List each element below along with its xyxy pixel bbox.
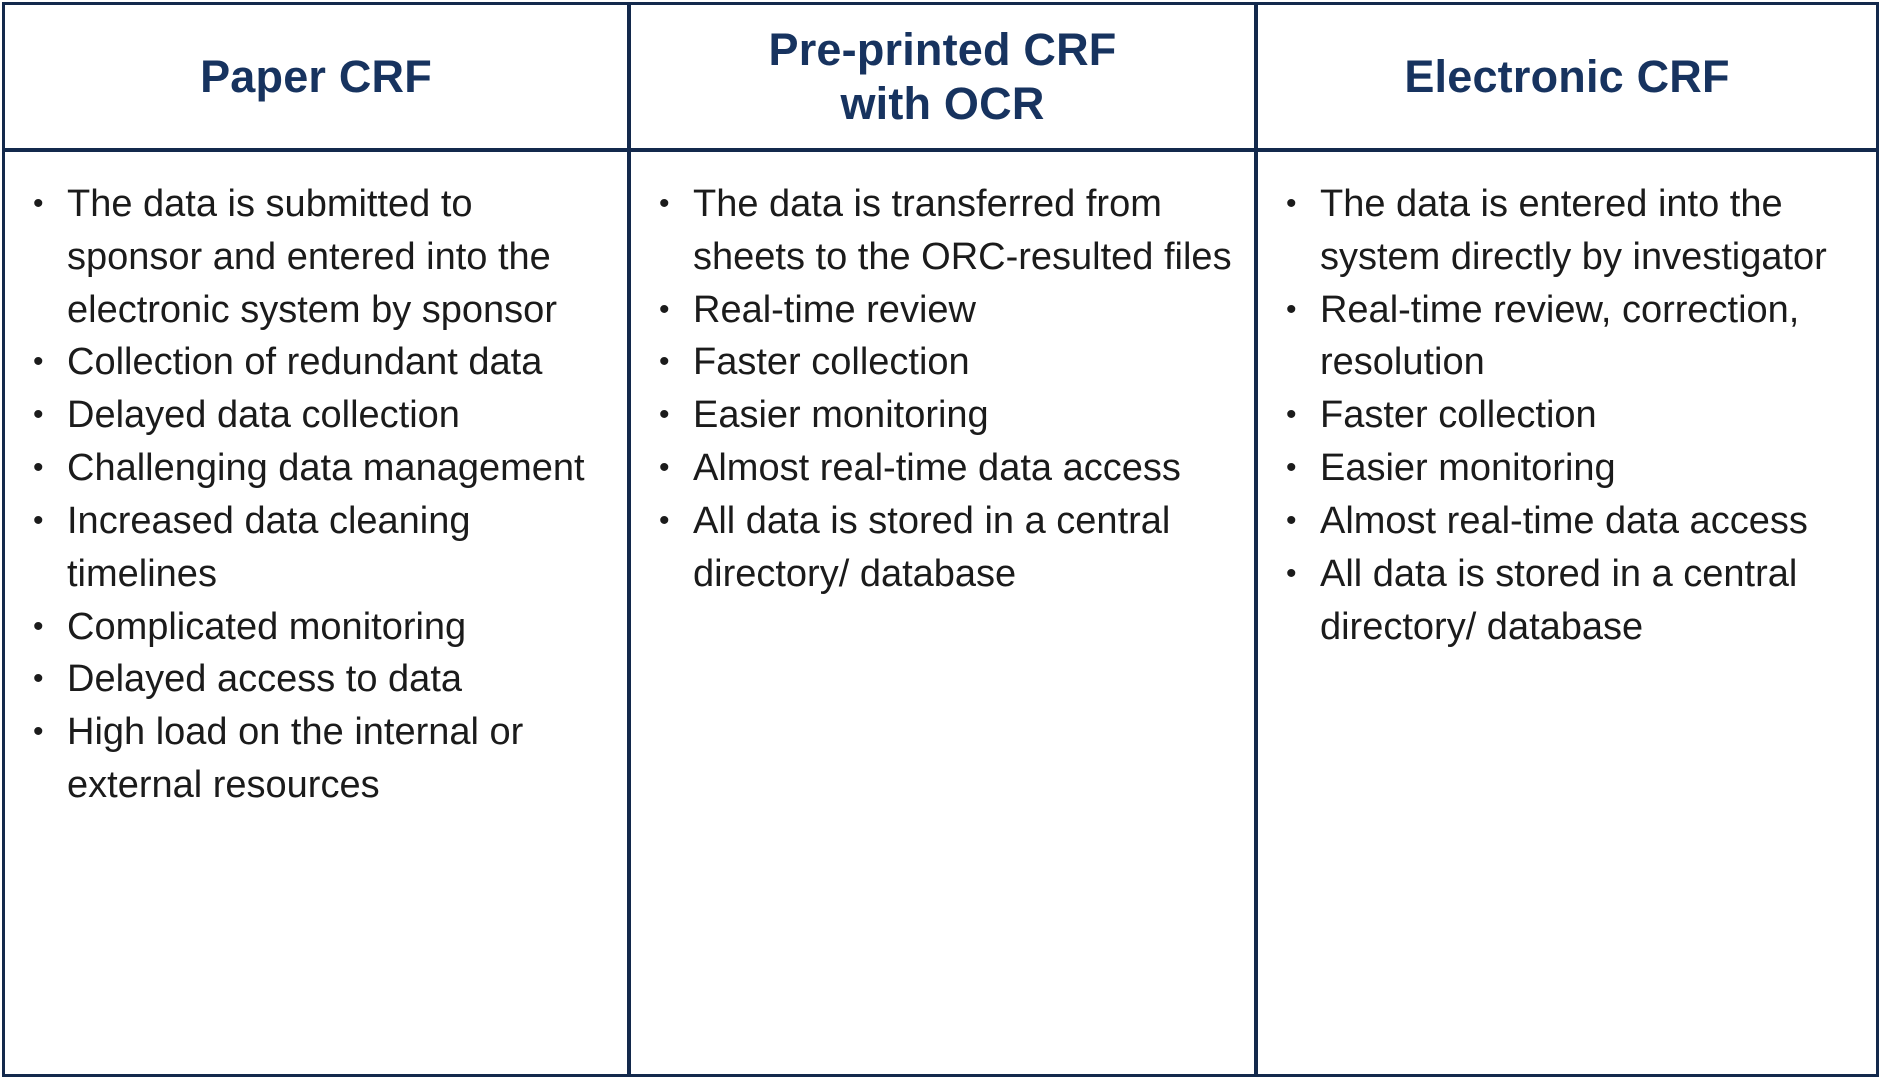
column-header-text: Pre-printed CRF bbox=[768, 24, 1117, 76]
bullet-icon: • bbox=[33, 715, 44, 749]
list-item: • Delayed access to data bbox=[33, 653, 611, 706]
bullet-icon: • bbox=[1285, 451, 1297, 485]
bullet-icon: • bbox=[33, 609, 44, 643]
list-item-text: Easier monitoring bbox=[693, 394, 989, 437]
list-item: • The data is transferred from sheets to… bbox=[659, 178, 1238, 284]
list-item: • Real-time review bbox=[659, 284, 1238, 337]
electronic-crf-list: • The data is entered into the system di… bbox=[1286, 178, 1860, 653]
list-item: • All data is stored in a central direct… bbox=[659, 495, 1238, 601]
list-item-text: All data is stored in a central director… bbox=[693, 499, 1171, 595]
column-header-text: Electronic CRF bbox=[1404, 50, 1730, 102]
list-item-text: Complicated monitoring bbox=[67, 605, 467, 648]
list-item-text: The data is entered into the system dire… bbox=[1319, 183, 1827, 278]
list-item-text: Almost real-time data access bbox=[693, 447, 1181, 490]
list-item: • Challenging data management bbox=[33, 442, 611, 495]
list-item-text: The data is submitted to sponsor and ent… bbox=[67, 183, 557, 331]
list-item-text: Collection of redundant data bbox=[67, 341, 543, 384]
list-item-text: The data is transferred from sheets to t… bbox=[693, 183, 1232, 278]
bullet-icon: • bbox=[1285, 503, 1297, 537]
list-item: • All data is stored in a central direct… bbox=[1286, 548, 1860, 654]
list-item: • Easier monitoring bbox=[659, 389, 1238, 442]
list-item-text: All data is stored in a central director… bbox=[1319, 552, 1798, 648]
list-item-text: Real-time review, correction, resolution bbox=[1319, 288, 1800, 384]
list-item: • Faster collection bbox=[1286, 389, 1860, 442]
bullet-icon: • bbox=[1285, 398, 1297, 432]
list-item: • High load on the internal or external … bbox=[33, 706, 611, 812]
bullet-icon: • bbox=[659, 292, 670, 326]
bullet-icon: • bbox=[33, 398, 44, 432]
bullet-icon: • bbox=[659, 503, 670, 537]
list-item-text: Delayed data collection bbox=[67, 394, 460, 437]
list-item-text: Increased data cleaning timelines bbox=[67, 499, 471, 595]
list-item-text: Faster collection bbox=[693, 341, 970, 384]
list-item: • Delayed data collection bbox=[33, 389, 611, 442]
list-item-text: Delayed access to data bbox=[67, 658, 463, 701]
bullet-icon: • bbox=[33, 662, 44, 696]
list-item-text: Almost real-time data access bbox=[1319, 499, 1808, 542]
column-body-preprinted-crf-ocr: • The data is transferred from sheets to… bbox=[627, 152, 1254, 1074]
bullet-icon: • bbox=[1285, 187, 1297, 220]
list-item: • Increased data cleaning timelines bbox=[33, 495, 611, 601]
list-item: • Collection of redundant data bbox=[33, 336, 611, 389]
list-item-text: Easier monitoring bbox=[1319, 447, 1616, 490]
bullet-icon: • bbox=[33, 187, 44, 220]
bullet-icon: • bbox=[659, 345, 670, 379]
column-header-electronic-crf: Electronic CRF bbox=[1253, 5, 1876, 152]
column-header-paper-crf: Paper CRF bbox=[5, 5, 627, 152]
bullet-icon: • bbox=[33, 503, 44, 537]
list-item-text: Real-time review bbox=[693, 288, 976, 331]
bullet-icon: • bbox=[1285, 292, 1297, 326]
list-item-text: High load on the internal or external re… bbox=[67, 711, 524, 806]
list-item-text: Faster collection bbox=[1319, 394, 1597, 437]
list-item: • Real-time review, correction, resoluti… bbox=[1286, 284, 1860, 390]
list-item: • The data is entered into the system di… bbox=[1286, 178, 1860, 284]
paper-crf-list: • The data is submitted to sponsor and e… bbox=[33, 178, 611, 812]
list-item: • Almost real-time data access bbox=[659, 442, 1238, 495]
list-item: • The data is submitted to sponsor and e… bbox=[33, 178, 611, 336]
list-item: • Complicated monitoring bbox=[33, 601, 611, 654]
list-item: • Almost real-time data access bbox=[1286, 495, 1860, 548]
column-body-paper-crf: • The data is submitted to sponsor and e… bbox=[5, 152, 627, 1074]
bullet-icon: • bbox=[659, 187, 670, 220]
column-header-text: Paper CRF bbox=[200, 50, 432, 102]
preprinted-crf-list: • The data is transferred from sheets to… bbox=[659, 178, 1238, 601]
list-item-text: Challenging data management bbox=[67, 447, 585, 490]
bullet-icon: • bbox=[659, 451, 670, 485]
bullet-icon: • bbox=[33, 345, 44, 379]
bullet-icon: • bbox=[33, 451, 44, 485]
column-body-electronic-crf: • The data is entered into the system di… bbox=[1253, 152, 1876, 1074]
column-header-preprinted-crf-ocr: Pre-printed CRF with OCR bbox=[627, 5, 1254, 152]
list-item: • Faster collection bbox=[659, 336, 1238, 389]
bullet-icon: • bbox=[1285, 556, 1297, 590]
column-header-text: with OCR bbox=[840, 77, 1045, 129]
list-item: • Easier monitoring bbox=[1286, 442, 1860, 495]
bullet-icon: • bbox=[659, 398, 670, 432]
